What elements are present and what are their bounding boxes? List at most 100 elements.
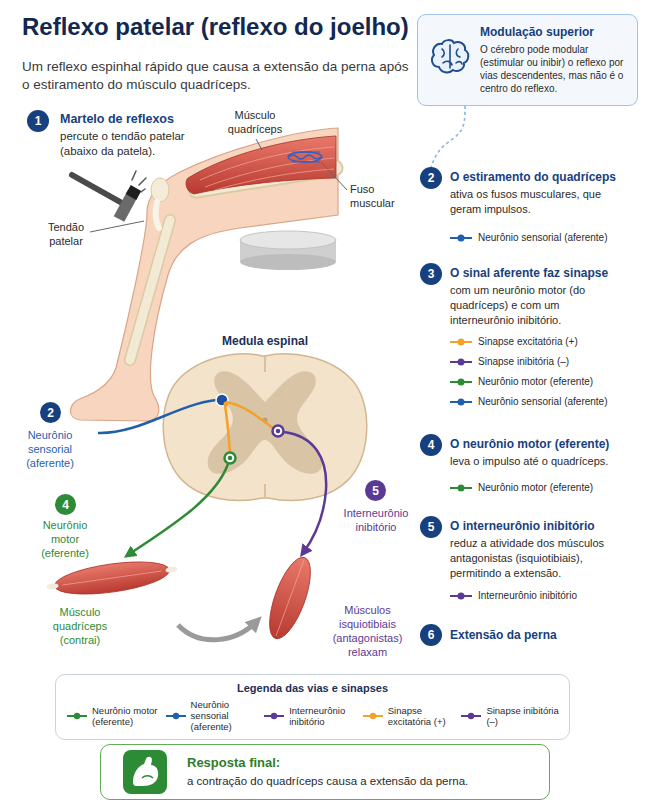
callout-number: 5 [372,485,379,497]
callout-number: 5 [428,521,435,533]
sample-label: Neurônio sensorial (aferente) [478,232,643,244]
step-text: percute o tendão patelar (abaixo da pate… [60,129,210,159]
leader-line [321,162,347,190]
step-number-circle: 4 [55,494,76,515]
legend-sample [74,712,80,718]
relaxed-muscle [276,560,304,636]
callout-number: 4 [62,499,69,511]
reflex-hammer [132,171,146,192]
contracting-muscle [62,571,161,585]
contracting-muscle [165,566,178,574]
pathway-label: Neurônio sensorial (aferente) [15,428,85,470]
step-text: leva o impulso até o quadríceps. [450,454,642,469]
legend-sample [165,711,187,721]
sample-line [458,399,465,406]
result-body: a contração do quadríceps causa a extens… [187,774,537,789]
sensory-neuron [98,394,228,433]
legend-text: Sinapse inibitória (–) [486,705,559,727]
inhibitory-interneuron [273,426,284,437]
sensory-neuron [216,394,228,406]
legend-entry: Sinapse inibitória (–) [460,705,559,727]
sample-line [458,359,465,366]
label-holder: reduz a atividade dos músculos antagonis… [450,536,628,581]
sample-label: Sinapse inibitória (–) [478,356,643,368]
quadriceps-muscle [215,169,334,190]
legend-text: Neurônio sensorial (aferente) [191,699,264,732]
spinal-cord [163,354,367,501]
label-holder: Interneurônio inibitório [338,506,414,534]
stool [240,231,336,270]
legend-row: Neurônio motor (eferente) Neurônio sensor… [66,699,559,732]
muscle-label: Músculos isquiotibiais (antagonistas) re… [320,603,415,659]
label-holder: Tendão patelar [36,220,96,248]
callout-number: 3 [428,268,435,280]
label-holder: Neurônio sensorial (aferente) [478,232,643,244]
dashed-connector [431,106,465,167]
legend-sample [362,711,384,721]
label-holder: O neurônio motor (eferente) [450,437,642,452]
pathway-label: Neurônio motor (eferente) [35,518,95,560]
reflex-hammer [72,175,122,203]
muscle-spindle [292,152,320,162]
label-holder: O sinal aferente faz sinapse [450,266,642,281]
legend-sample [172,712,178,718]
callout-number: 6 [428,629,435,641]
stool [240,254,336,270]
step-heading: O interneurônio inibitório [450,519,642,534]
legend-text: Interneurônio inibitório [289,705,362,727]
label-holder: Neurônio sensorial (aferente) [15,428,85,470]
motor-neuron [128,464,228,555]
movement-arrow [178,622,256,640]
label-holder: Sinapse inibitória (–) [478,356,643,368]
patella [156,202,159,228]
muscle-label: Músculo quadríceps (contrai) [40,605,120,647]
panel-body: O cérebro pode modular (estimular ou ini… [480,43,629,95]
legend-title: Legenda das vias e sinapses [66,681,559,695]
label-holder: Um reflexo espinhal rápido que causa a e… [22,58,414,94]
title: Reflexo patelar (reflexo do joelho) [22,12,414,42]
bone [130,168,335,360]
legend-text: Neurônio motor (eferente) [92,705,165,727]
sensory-neuron [98,400,216,433]
brain-icon [442,45,462,68]
synapse [224,402,274,453]
muscle-icon [133,757,158,786]
step-text: reduz a atividade dos músculos antagonis… [450,536,628,581]
legend-entry: Neurônio sensorial (aferente) [165,699,264,732]
legend-sample [468,712,474,718]
motor-neuron [128,453,236,556]
result-box: Resposta final:a contração do quadríceps… [100,744,550,800]
legend-sample [370,712,376,718]
label-holder: Interneurônio inibitório [478,590,643,602]
leader-line [256,139,262,150]
callout-number: 4 [428,439,435,451]
callout-number: 2 [47,407,54,419]
label-holder: Neurônio sensorial (aferente) [478,396,643,408]
inhibitory-interneuron [284,432,326,553]
muscle-spindle [288,152,322,162]
label-holder: percute o tendão patelar (abaixo da pate… [60,129,210,159]
reflex-hammer [72,171,146,219]
subtitle: Um reflexo espinhal rápido que causa a e… [22,58,414,94]
legend-entry: Neurônio motor (eferente) [66,705,165,727]
label-holder: Martelo de reflexos [60,112,230,127]
legend-sample [66,711,88,721]
sample-line [458,235,465,242]
step-heading: Extensão da perna [450,628,642,643]
legend-sample [263,711,285,721]
label-holder: O estiramento do quadríceps [450,170,642,185]
label-holder: Medula espinal [205,334,325,349]
legend-entry: Sinapse excitatória (+) [362,705,461,727]
panel-heading: Modulação superior [480,25,629,40]
inhibitory-interneuron [273,426,327,554]
sample-line [458,339,465,346]
quadriceps-muscle [186,136,336,194]
spinal-cord [264,356,266,498]
step-number-circle: 2 [40,402,61,423]
step-heading: O sinal aferente faz sinapse [450,266,642,281]
step-heading: O estiramento do quadríceps [450,170,642,185]
sample-label: Sinapse excitatória (+) [478,336,643,348]
contracting-muscle [53,556,172,600]
